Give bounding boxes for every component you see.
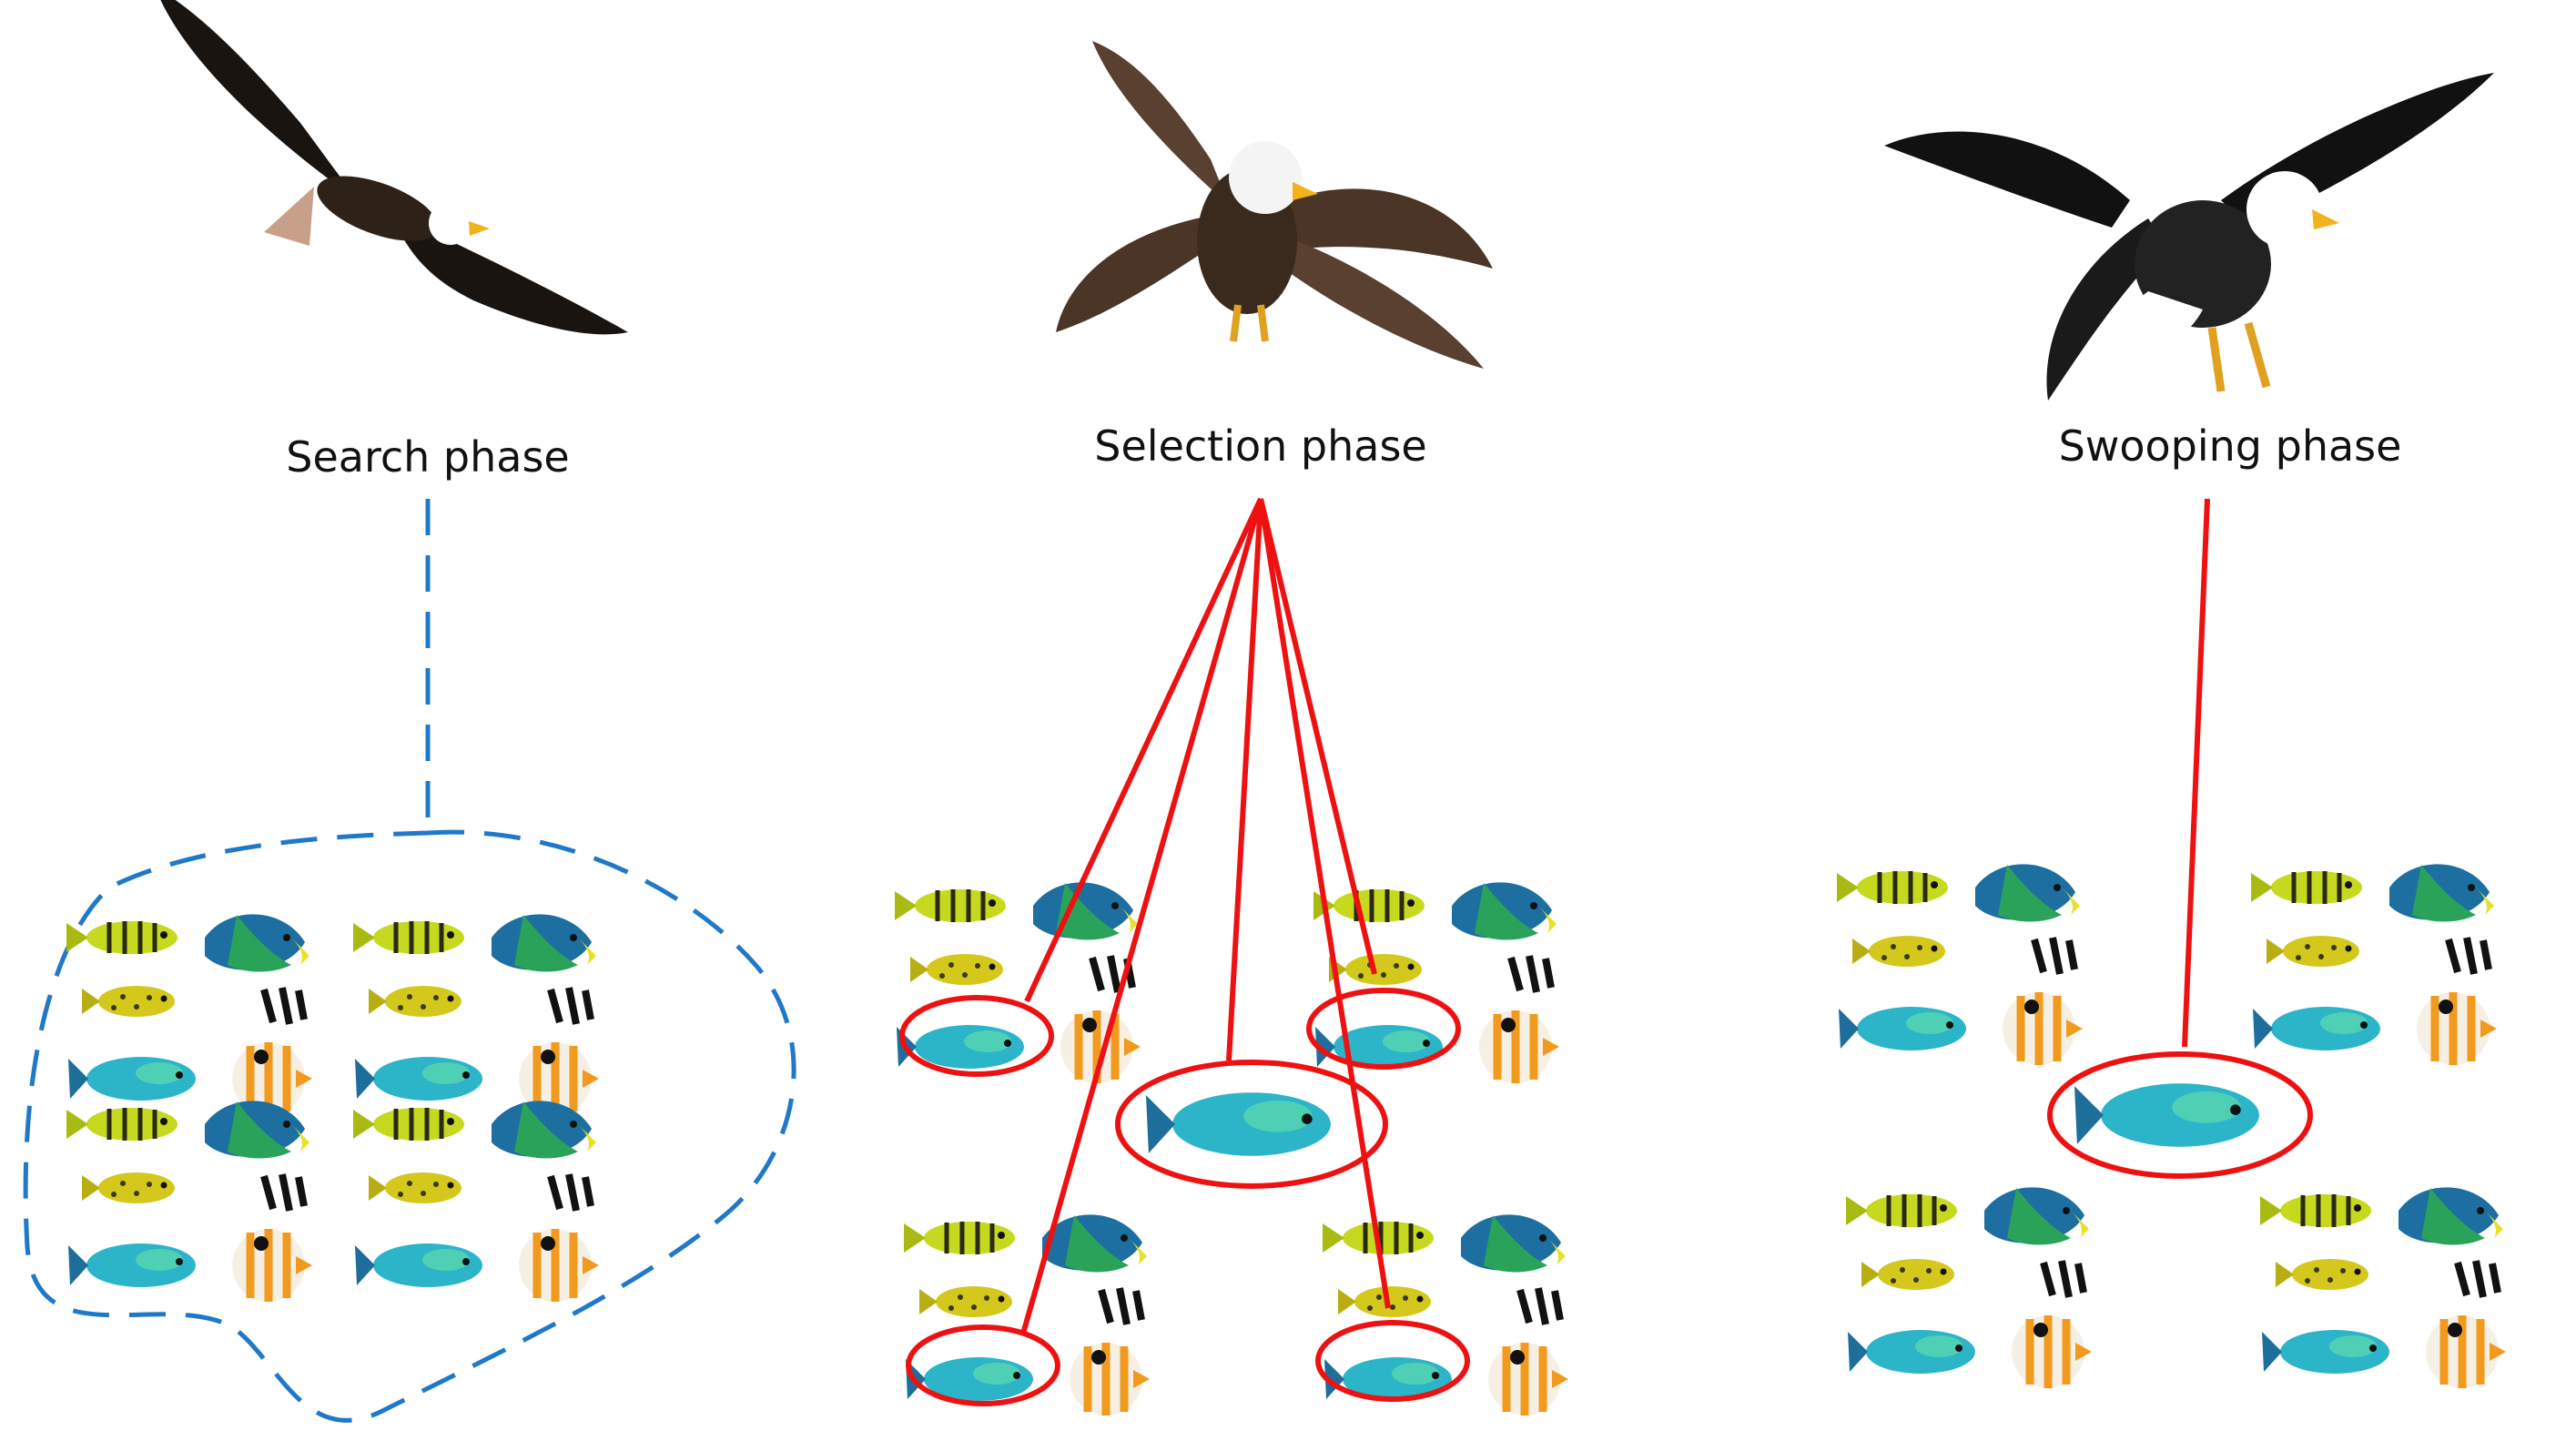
swooping-fish-school [1837, 864, 2506, 1388]
search-eagle [155, 0, 628, 335]
selection-eagle [1056, 41, 1493, 369]
search-phase-label: Search phase [286, 432, 570, 482]
search-boundary [23, 829, 796, 1423]
swooping-phase-label: Swooping phase [2058, 421, 2402, 471]
selection-circles [899, 988, 1470, 1406]
selection-lines [1020, 497, 1391, 1334]
swooping-eagle [1884, 73, 2494, 401]
swooping-target [2047, 498, 2313, 1179]
selection-phase-label: Selection phase [1094, 421, 1427, 471]
selection-fish-school [895, 882, 1568, 1416]
search-fish-school [66, 914, 599, 1302]
